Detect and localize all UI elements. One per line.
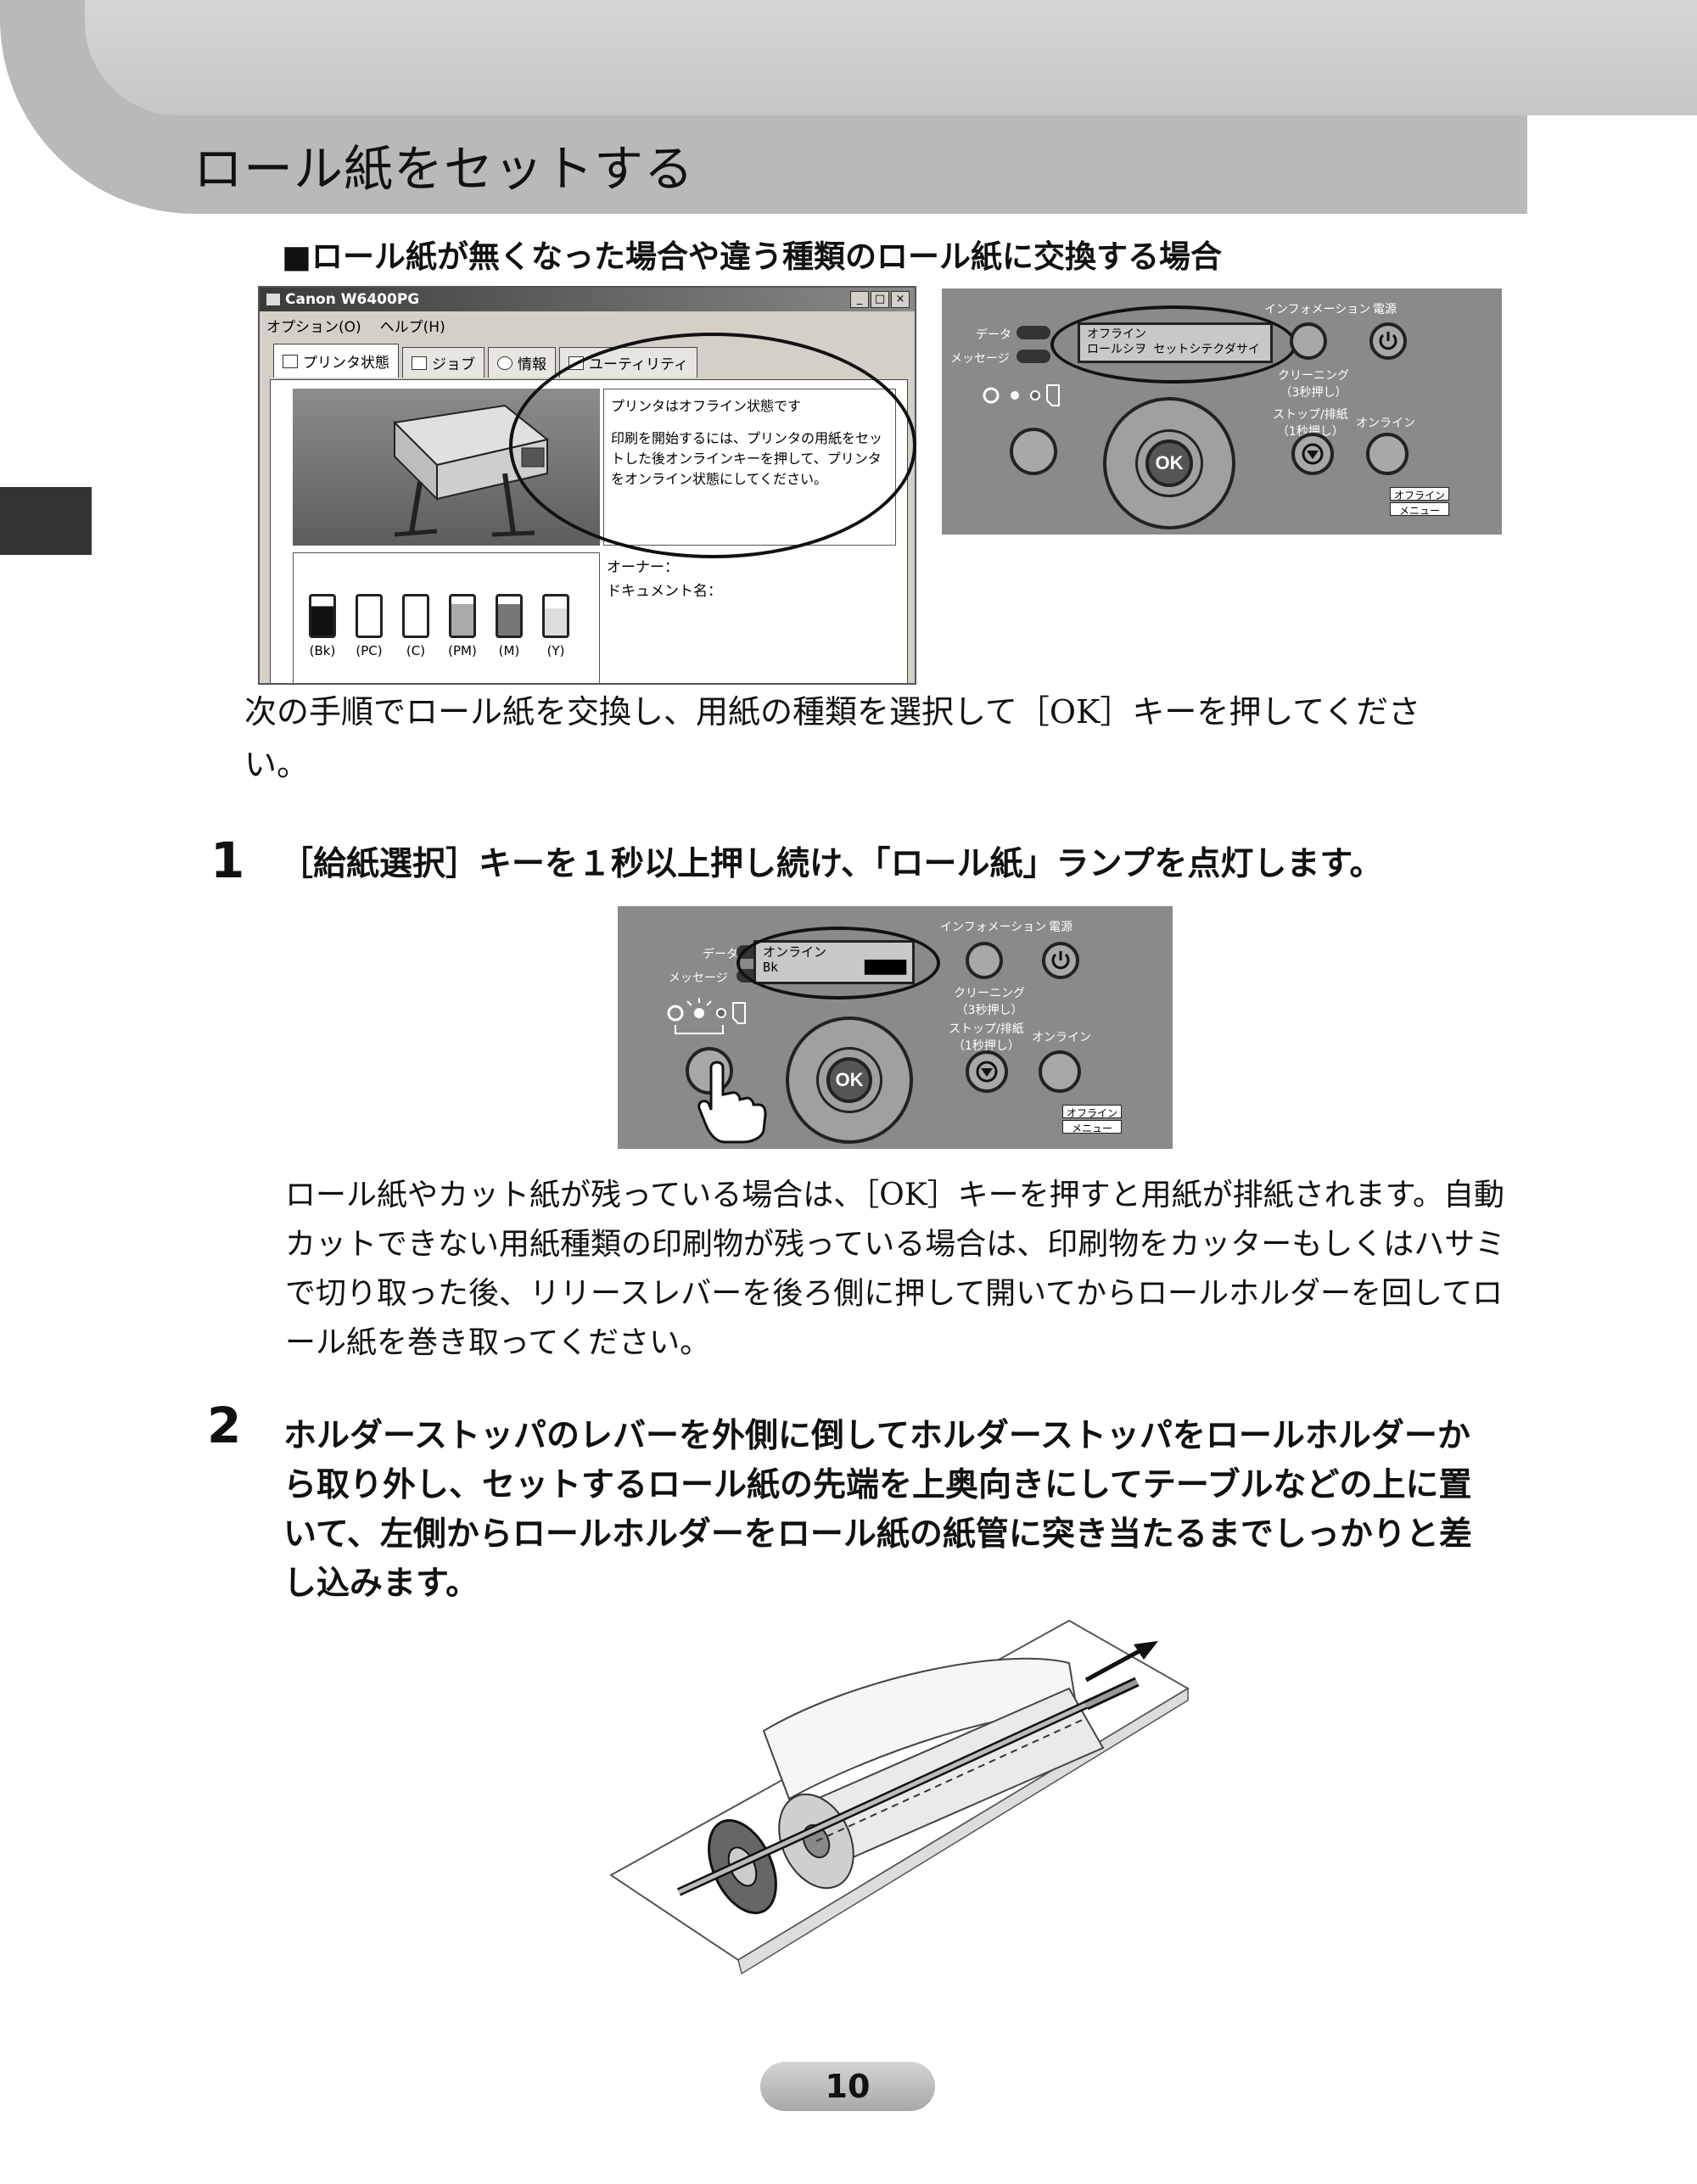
window-title: Canon W6400PG — [285, 291, 420, 308]
tab-job[interactable]: ジョブ — [402, 347, 484, 378]
ink-tank-m — [496, 594, 523, 638]
operation-panel-offline: データ メッセージ オフライン ロールシヲ セットシテクダサイ インフォメーショ… — [942, 288, 1502, 535]
step-2-text: ホルダーストッパのレバーを外側に倒してホルダーストッパをロールホルダーから取り外… — [283, 1417, 1472, 1603]
lcd-highlight-oval — [736, 927, 940, 1000]
power-icon — [1051, 951, 1070, 970]
offline-tag: オフライン — [1062, 1105, 1122, 1119]
step-number: 1 — [210, 832, 245, 889]
page-number: 10 — [760, 2062, 935, 2111]
window-controls: _ □ × — [850, 291, 910, 308]
ink-tank-bk — [309, 594, 336, 638]
ink-level-box: (Bk) (PC) (C) (PM) (M) (Y) — [293, 552, 600, 683]
feed-select-button[interactable] — [1010, 428, 1057, 475]
document-name-label: ドキュメント名： — [607, 583, 722, 600]
maximize-button[interactable]: □ — [871, 291, 889, 308]
ink-tank-y — [542, 594, 569, 638]
info-icon — [497, 356, 512, 370]
intro-paragraph: 次の手順でロール紙を交換し、用紙の種類を選択して［OK］キーを押してください。 — [244, 693, 1421, 783]
dpad-ring — [816, 1047, 882, 1113]
cleaning-label: クリーニング （3秒押し） — [954, 987, 1025, 1017]
ok-button[interactable]: OK — [826, 1057, 872, 1103]
ink-label: (PC) — [356, 643, 383, 658]
chapter-tab — [0, 487, 92, 555]
ink-tank-pm — [449, 594, 476, 638]
step-1-text: ［給紙選択］キーを１秒以上押し続け、「ロール紙」ランプを点灯します。 — [280, 845, 1383, 883]
online-label: オンライン — [1356, 417, 1415, 430]
dpad-ring — [1135, 429, 1203, 497]
info-label: インフォメーション — [940, 921, 1047, 934]
ok-button[interactable]: OK — [1145, 440, 1193, 487]
menu-tag: メニュー — [1390, 502, 1449, 517]
window-titlebar: Canon W6400PG — [260, 288, 915, 311]
menu-options[interactable]: オプション(O) — [266, 319, 361, 336]
job-info-box: オーナー： ドキュメント名： — [603, 552, 896, 683]
ink-label: (Y) — [546, 643, 565, 658]
stop-label: ストップ/排紙 （1秒押し） — [949, 1022, 1024, 1053]
operation-panel-online: データ メッセージ オンライン Bk ██████ インフォメーション 電源 ク… — [618, 906, 1173, 1149]
ink-label: (M) — [498, 643, 520, 658]
step-number: 2 — [207, 1397, 242, 1454]
section-subheading: ■ロール紙が無くなった場合や違う種類のロール紙に交換する場合 — [282, 238, 1222, 275]
page-title: ロール紙をセットする — [193, 140, 695, 198]
ink-tank-pc — [356, 594, 383, 638]
tab-info[interactable]: 情報 — [488, 347, 556, 378]
online-button[interactable] — [1039, 1050, 1081, 1093]
ink-tank-c — [402, 594, 429, 638]
cleaning-label: クリーニング （3秒押し） — [1278, 369, 1349, 400]
step-1-note: ロール紙やカット紙が残っている場合は、［OK］キーを押すと用紙が排紙されます。自… — [285, 1178, 1506, 1360]
printer-icon — [283, 354, 298, 368]
offline-tag: オフライン — [1390, 487, 1449, 501]
stop-icon — [976, 1061, 998, 1083]
information-button[interactable] — [1290, 322, 1327, 360]
info-label: インフォメーション — [1264, 303, 1371, 316]
app-icon — [266, 294, 280, 305]
owner-label: オーナー： — [607, 559, 679, 576]
close-button[interactable]: × — [891, 291, 910, 308]
ink-label: (Bk) — [309, 643, 336, 658]
header-top-band — [85, 0, 1697, 115]
tab-label: ジョブ — [432, 356, 475, 373]
power-button[interactable] — [1042, 942, 1079, 979]
menu-bar: オプション(O) ヘルプ(H) — [260, 311, 915, 336]
data-lamp — [1017, 326, 1050, 339]
lcd-highlight-oval — [1050, 305, 1297, 384]
minimize-button[interactable]: _ — [850, 291, 869, 308]
tab-label: プリンタ状態 — [303, 355, 389, 372]
pointing-hand-icon — [697, 1061, 767, 1144]
stop-button[interactable] — [1291, 433, 1334, 475]
paper-source-icon — [983, 384, 1060, 406]
highlight-oval — [509, 333, 916, 558]
online-label: オンライン — [1032, 1031, 1091, 1044]
menu-tag: メニュー — [1062, 1120, 1122, 1134]
stop-label: ストップ/排紙 （1秒押し） — [1273, 408, 1348, 439]
tab-label: 情報 — [518, 356, 546, 373]
power-label: 電源 — [1049, 921, 1073, 934]
online-button[interactable] — [1366, 433, 1409, 475]
feed-select-button[interactable] — [686, 1047, 733, 1095]
information-button[interactable] — [966, 942, 1003, 979]
message-lamp-label: メッセージ — [669, 972, 728, 985]
power-icon — [1379, 332, 1397, 350]
data-lamp-label: データ — [976, 328, 1011, 342]
stop-button[interactable] — [966, 1050, 1008, 1093]
document-icon — [412, 356, 427, 370]
ink-label: (C) — [406, 643, 426, 658]
ink-label: (PM) — [448, 643, 477, 658]
message-lamp — [1017, 350, 1050, 363]
data-lamp-label: データ — [703, 948, 738, 961]
power-label: 電源 — [1373, 303, 1397, 316]
roll-holder-illustration — [609, 1619, 1190, 1975]
message-lamp-label: メッセージ — [950, 352, 1010, 366]
menu-help[interactable]: ヘルプ(H) — [379, 319, 445, 336]
stop-icon — [1302, 443, 1324, 465]
power-button[interactable] — [1369, 322, 1407, 360]
tab-printer-status[interactable]: プリンタ状態 — [273, 344, 399, 378]
roll-paper-lamp-lit-icon — [667, 998, 746, 1034]
